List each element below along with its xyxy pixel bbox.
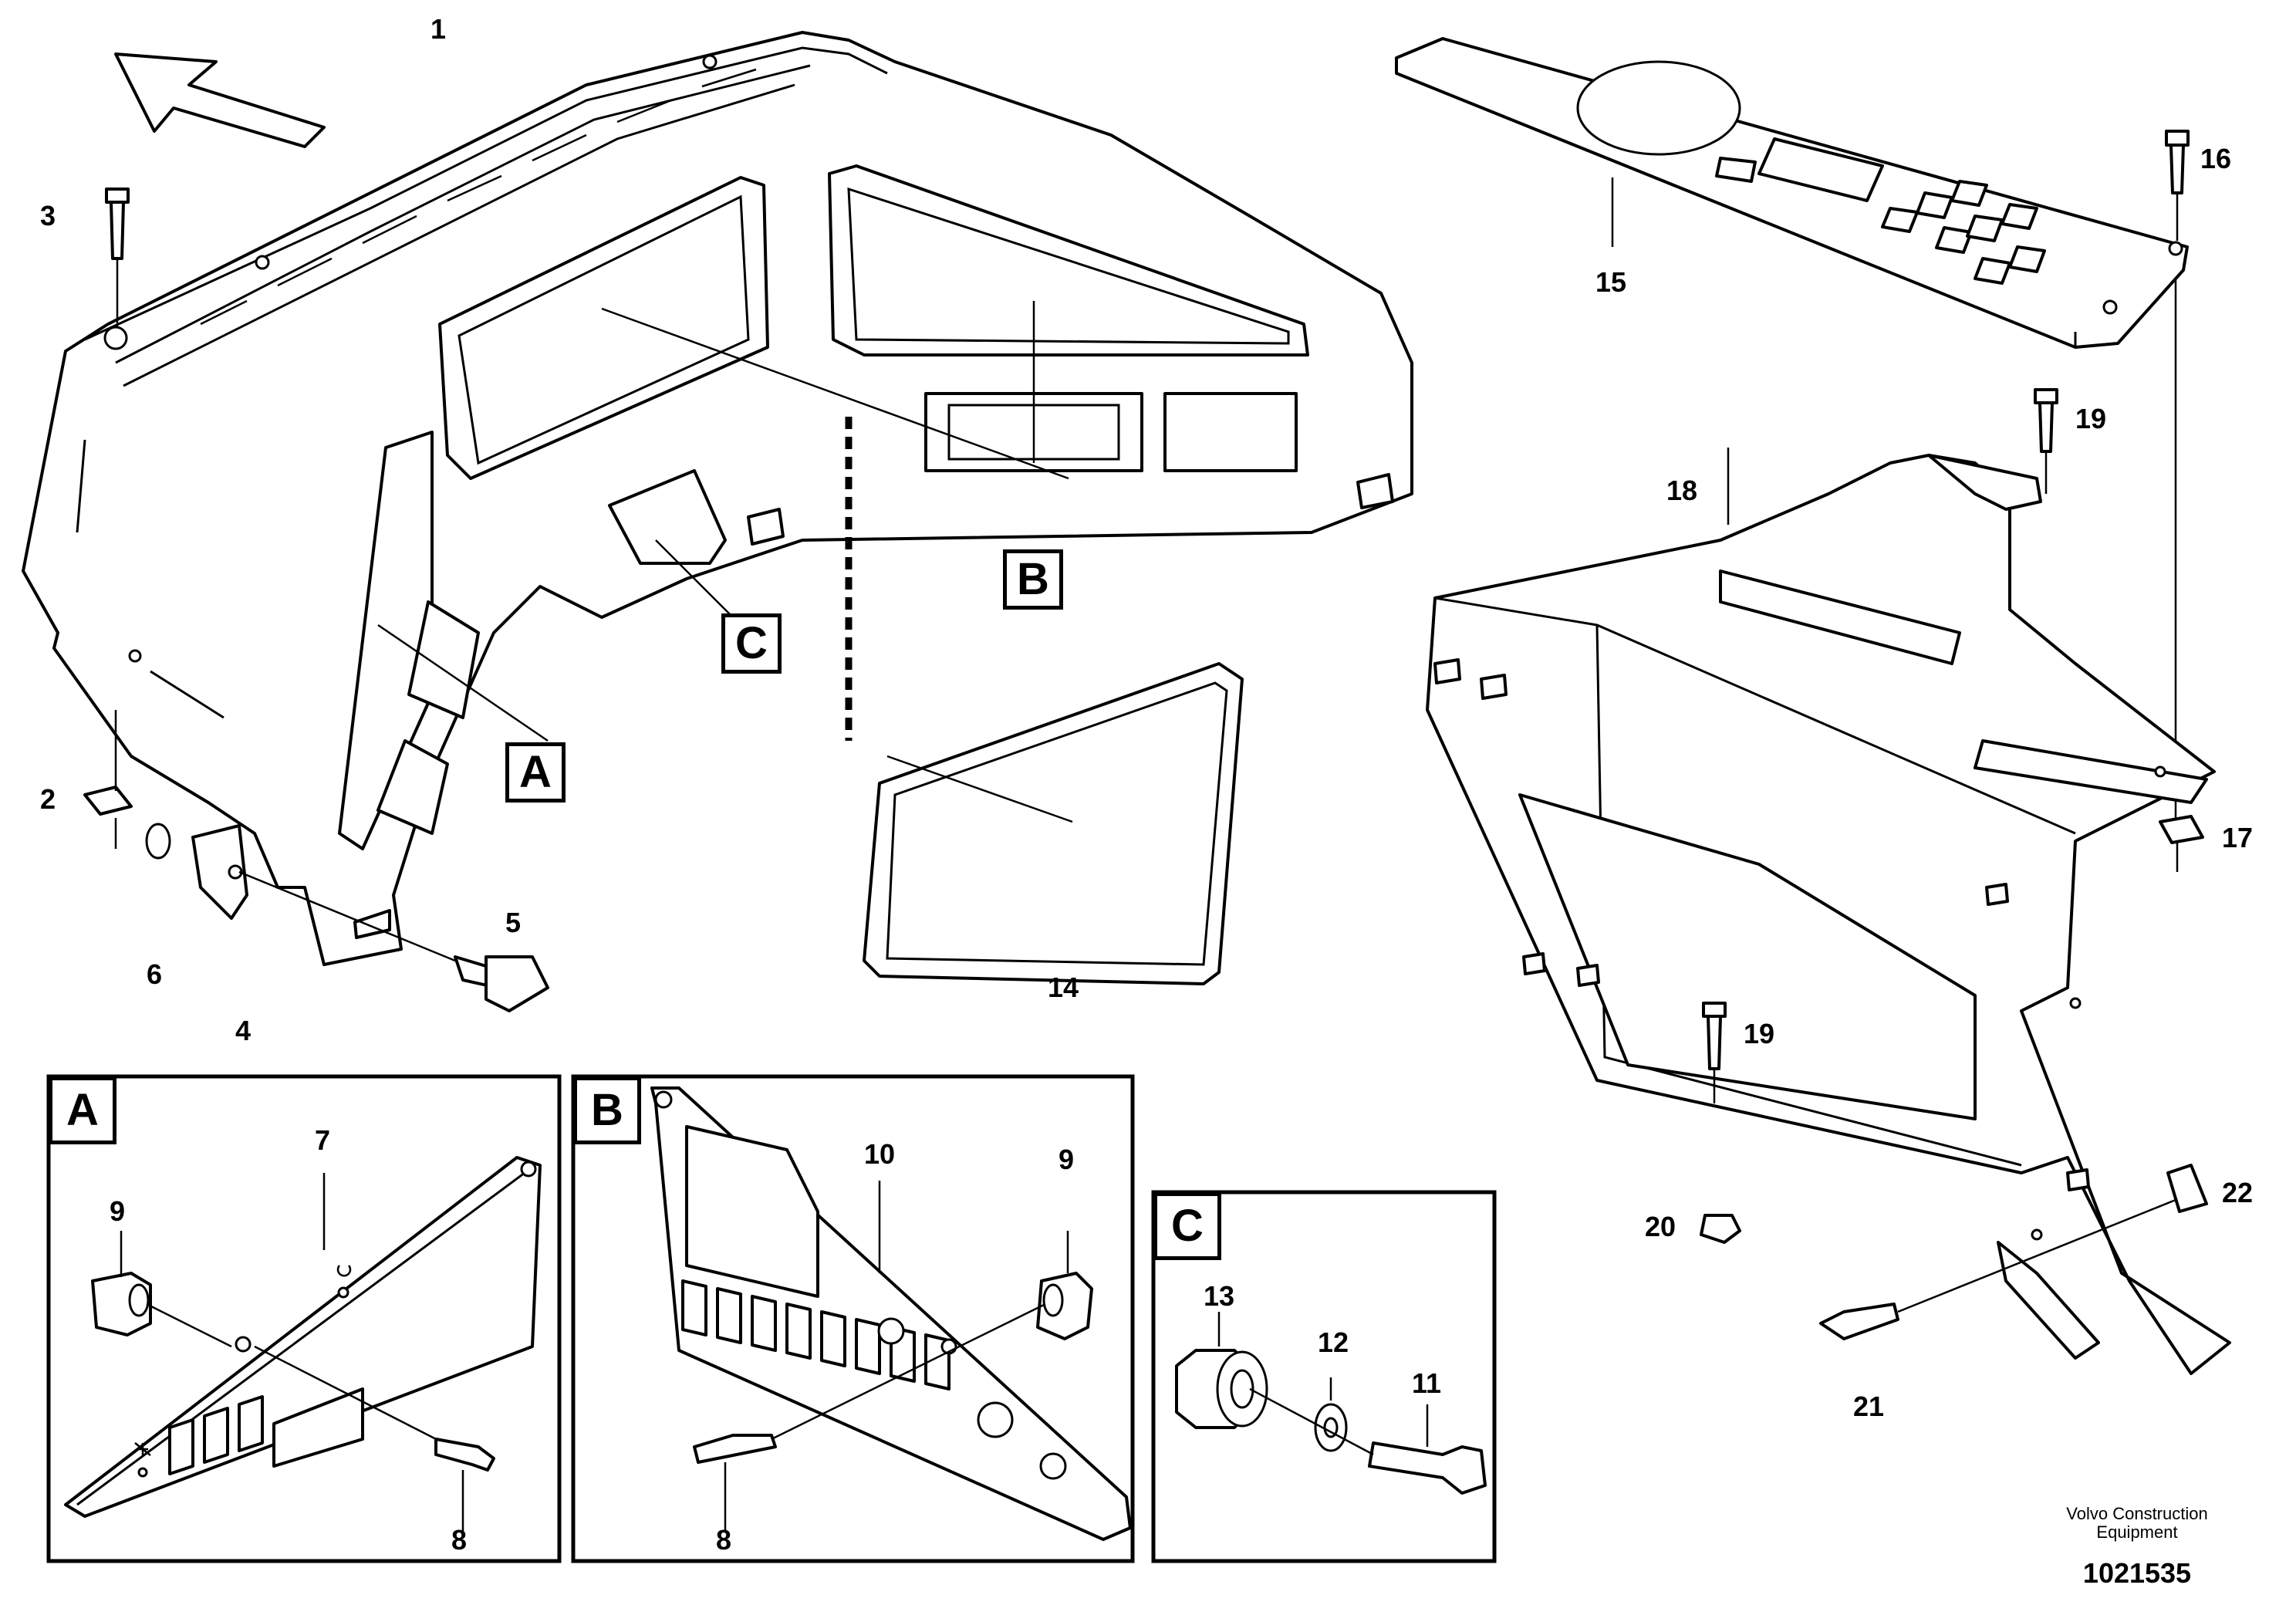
callout-12: 12 xyxy=(1318,1326,1349,1358)
detail-label-a: A xyxy=(49,1076,116,1144)
box-a-fasteners xyxy=(91,1231,495,1532)
callout-15: 15 xyxy=(1595,266,1627,298)
callout-11: 11 xyxy=(1412,1367,1442,1399)
direction-arrow-icon xyxy=(114,52,326,148)
callout-18: 18 xyxy=(1666,475,1698,506)
detail-box-a xyxy=(46,1074,562,1563)
lower-fasteners xyxy=(1700,1164,2208,1340)
box-c-parts xyxy=(1175,1312,1487,1495)
section-marker-b: B xyxy=(1003,549,1063,610)
detail-label-c: C xyxy=(1153,1192,1221,1260)
callout-8-a: 8 xyxy=(451,1524,468,1556)
callout-20: 20 xyxy=(1645,1211,1676,1242)
panel-10 xyxy=(650,1086,1132,1541)
detail-label-b: B xyxy=(573,1076,641,1144)
credit-brand-line-2: Equipment xyxy=(2096,1522,2178,1543)
panel-7 xyxy=(64,1156,542,1518)
callout-3: 3 xyxy=(40,200,56,231)
screws-19 xyxy=(1702,388,2058,1103)
callout-8-b: 8 xyxy=(716,1524,732,1556)
callout-6: 6 xyxy=(147,958,163,990)
section-marker-a: A xyxy=(505,742,566,803)
callout-9-a: 9 xyxy=(110,1195,126,1227)
box-b-fasteners xyxy=(693,1231,1093,1532)
callout-7: 7 xyxy=(315,1124,331,1156)
credit-block: Volvo Construction Equipment 1021535 xyxy=(2037,1504,2237,1590)
seal-frame-14 xyxy=(863,662,1244,985)
callout-1: 1 xyxy=(430,13,447,45)
section-marker-c: C xyxy=(721,613,782,674)
callout-13: 13 xyxy=(1204,1280,1235,1312)
dashboard-housing xyxy=(22,31,1413,966)
left-fasteners xyxy=(83,710,549,1012)
callout-22: 22 xyxy=(2222,1177,2254,1208)
detail-box-c xyxy=(1151,1190,1497,1563)
lamp-symbol-icon xyxy=(134,1442,151,1456)
callout-2: 2 xyxy=(40,783,56,815)
screw-3 xyxy=(105,188,130,328)
credit-brand-line-1: Volvo Construction xyxy=(2066,1504,2208,1523)
callout-19-b: 19 xyxy=(1744,1018,1775,1049)
screw-16 xyxy=(2165,130,2190,826)
top-plate-15 xyxy=(1395,37,2189,350)
callout-16: 16 xyxy=(2200,143,2232,174)
clip-nut-17 xyxy=(2159,815,2204,844)
detail-box-b xyxy=(571,1074,1135,1563)
callout-17: 17 xyxy=(2222,822,2254,853)
callout-10: 10 xyxy=(864,1138,896,1170)
callout-9-b: 9 xyxy=(1059,1144,1075,1175)
bracket-18 xyxy=(1426,448,2231,1375)
indicator-symbol-icon xyxy=(336,1265,352,1277)
callout-19-a: 19 xyxy=(2075,403,2107,434)
drawing-number: 1021535 xyxy=(2082,1557,2192,1590)
callout-5: 5 xyxy=(505,907,522,938)
callout-14: 14 xyxy=(1048,972,1079,1003)
callout-21: 21 xyxy=(1853,1391,1885,1422)
callout-4: 4 xyxy=(235,1015,252,1046)
